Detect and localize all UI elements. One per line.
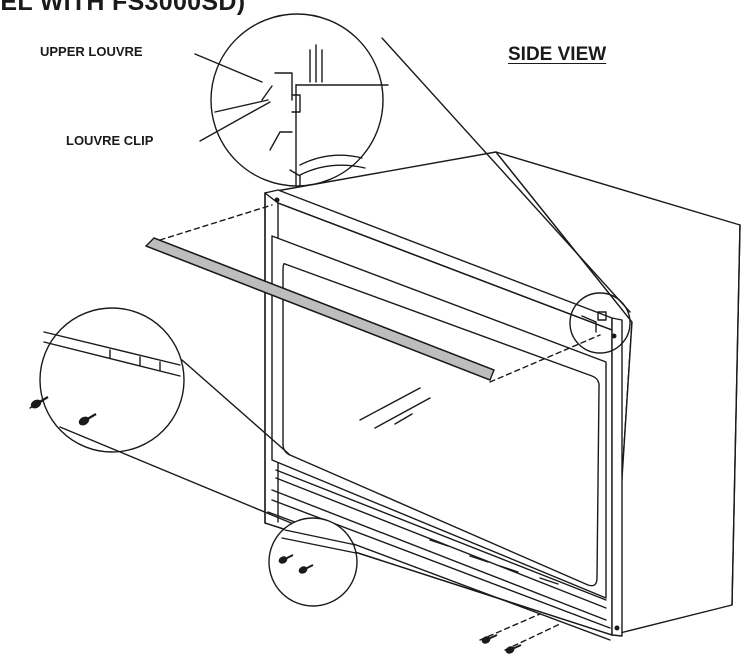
page-title: NEL WITH FS3000SD) — [0, 0, 246, 16]
corner-detail-circle — [569, 292, 631, 354]
side-view-detail — [210, 13, 631, 313]
frame-fastener — [611, 333, 617, 339]
screw-icon — [298, 564, 314, 574]
screw-icon — [481, 634, 498, 644]
louvre-clip-callout: LOUVRE CLIP — [66, 133, 154, 148]
upper-louvre-bar — [145, 237, 495, 381]
screw-icon — [505, 644, 522, 654]
side-view-heading: SIDE VIEW — [508, 44, 607, 65]
frame-fastener — [614, 625, 620, 631]
left-screw-detail — [39, 307, 297, 526]
screw-icons — [30, 197, 620, 654]
screw-icon — [78, 413, 97, 426]
lower-screw-detail — [268, 517, 358, 607]
screw-icon — [278, 554, 294, 564]
screw-icon — [30, 396, 49, 409]
frame-fastener — [274, 197, 280, 203]
upper-louvre-callout: UPPER LOUVRE — [40, 44, 143, 59]
